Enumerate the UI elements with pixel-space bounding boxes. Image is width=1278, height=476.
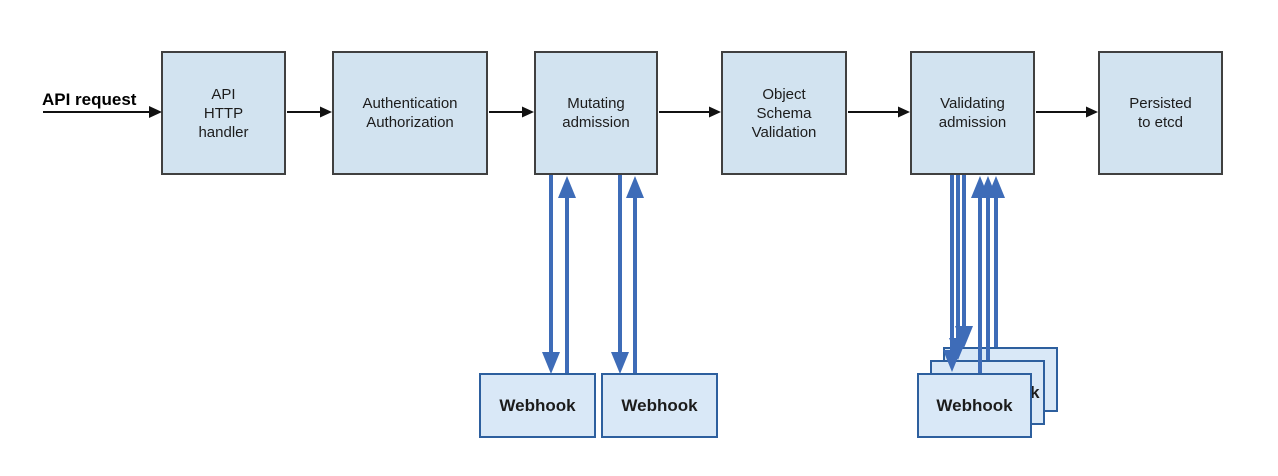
node-persisted-to-etcd-label: Persisted to etcd (1129, 95, 1192, 131)
node-object-schema-validation: Object Schema Validation (721, 51, 847, 175)
node-api-http-handler: API HTTP handler (161, 51, 286, 175)
node-persisted-to-etcd: Persisted to etcd (1098, 51, 1223, 175)
node-validating-admission-label: Validating admission (938, 95, 1007, 131)
arrow-webhook-front-to-validating (971, 176, 989, 373)
webhook-validating-front: Webhook (917, 373, 1032, 438)
arrow-webhook-middle-to-validating (979, 176, 997, 360)
arrow-mutating-to-schema (659, 106, 721, 118)
arrow-schema-to-validating (848, 106, 910, 118)
arrow-webhook-1-to-mutating (558, 176, 576, 373)
arrow-webhook-back-to-validating (987, 176, 1005, 347)
node-mutating-admission: Mutating admission (534, 51, 658, 175)
webhook-mutating-1: Webhook (479, 373, 596, 438)
webhook-validating-front-label: Webhook (936, 395, 1013, 415)
webhook-mutating-1-label: Webhook (499, 395, 576, 415)
arrow-validating-to-webhook-front (943, 175, 961, 372)
arrow-handler-to-auth (287, 106, 332, 118)
arrow-mutating-to-webhook-2 (611, 175, 629, 374)
webhook-mutating-2-label: Webhook (621, 395, 698, 415)
api-request-label: API request (42, 90, 137, 109)
node-object-schema-validation-label: Object Schema Validation (751, 85, 817, 141)
arrow-mutating-to-webhook-1 (542, 175, 560, 374)
arrow-auth-to-mutating (489, 106, 534, 118)
node-authentication-authorization-label: Authentication Authorization (362, 95, 458, 131)
arrow-webhook-2-to-mutating (626, 176, 644, 373)
node-mutating-admission-label: Mutating admission (562, 95, 630, 131)
node-validating-admission: Validating admission (910, 51, 1035, 175)
arrow-validating-to-webhook-middle (949, 175, 967, 360)
arrow-validating-to-webhook-back (955, 175, 973, 348)
arrow-validating-to-etcd (1036, 106, 1098, 118)
node-api-http-handler-label: API HTTP handler (198, 85, 249, 141)
webhook-mutating-2: Webhook (601, 373, 718, 438)
node-authentication-authorization: Authentication Authorization (332, 51, 488, 175)
